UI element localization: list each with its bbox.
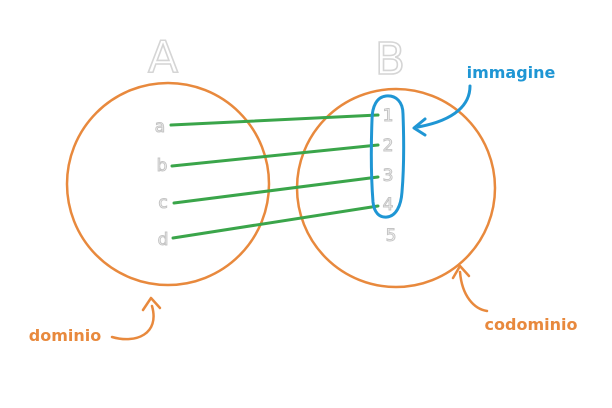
codomain-element: 5 — [386, 226, 397, 246]
codomain-element: 1 — [383, 106, 394, 126]
image-annotation: immagine — [467, 63, 556, 82]
mapping-line-a-1 — [169, 113, 380, 127]
domain-pointer-arrowhead — [141, 296, 162, 312]
codomain-element: 2 — [383, 136, 394, 156]
image-outline — [369, 94, 406, 219]
image-pointer-arrowhead — [412, 117, 427, 137]
set-a-label: A — [148, 32, 178, 83]
domain-pointer-arrow — [110, 304, 155, 341]
domain-element: a — [155, 117, 165, 137]
mapping-line-c-3 — [172, 175, 380, 205]
codomain-element: 3 — [383, 166, 394, 186]
domain-element: b — [157, 156, 168, 176]
set-b-label: B — [375, 34, 405, 85]
mapping-line-d-4 — [171, 204, 380, 240]
codomain-pointer-arrow — [458, 270, 489, 313]
codomain-element: 4 — [383, 195, 394, 215]
domain-annotation: dominio — [29, 326, 101, 345]
domain-element: d — [158, 230, 169, 250]
domain-element: c — [158, 193, 167, 213]
image-pointer-arrow — [416, 84, 472, 129]
mapping-line-b-2 — [170, 143, 380, 168]
codomain-annotation: codominio — [485, 315, 578, 334]
codomain-pointer-arrowhead — [451, 264, 471, 280]
mapping-lines — [169, 113, 380, 240]
domain-circle — [65, 81, 271, 287]
